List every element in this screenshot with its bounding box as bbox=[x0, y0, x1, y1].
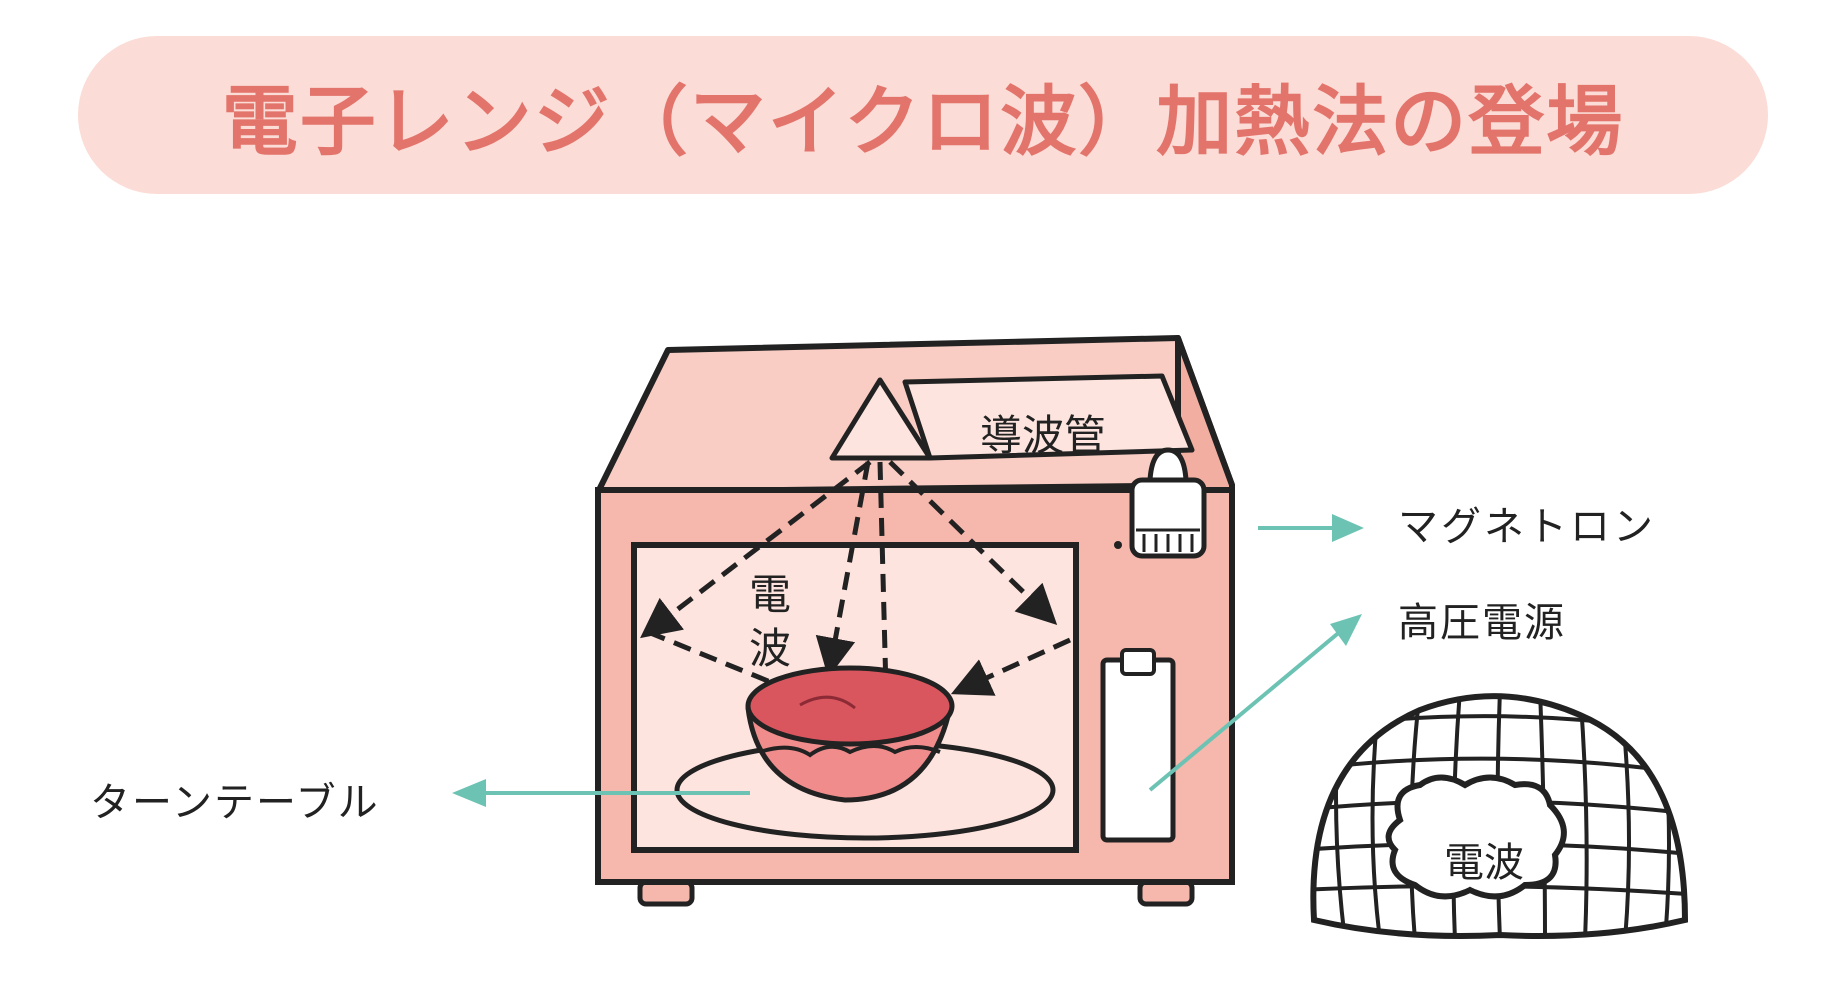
mesh-dome bbox=[1310, 693, 1689, 939]
magnetron-cap bbox=[1147, 447, 1189, 483]
waveguide-label: 導波管 bbox=[980, 411, 1107, 460]
page-title: 電子レンジ（マイクロ波）加熱法の登場 bbox=[221, 77, 1625, 166]
turntable-label: ターンテーブル bbox=[90, 780, 380, 826]
magnetron-label: マグネトロン bbox=[1398, 504, 1656, 550]
waveguide-horn bbox=[829, 377, 933, 461]
oven-foot-right bbox=[1137, 879, 1195, 907]
waveguide-box bbox=[902, 373, 1195, 461]
oven-foot-left bbox=[637, 879, 695, 907]
high-voltage-power-label: 高圧電源 bbox=[1398, 600, 1566, 646]
pointer-arrows bbox=[452, 514, 1364, 807]
wave-lines bbox=[640, 460, 1072, 696]
high-voltage-unit bbox=[1100, 657, 1176, 843]
wave-blob bbox=[1385, 774, 1567, 900]
wave-label-dome: 電波 bbox=[1444, 840, 1524, 886]
wave-label-inner: 電波 bbox=[748, 570, 791, 673]
title-banner: 電子レンジ（マイクロ波）加熱法の登場 bbox=[78, 36, 1768, 194]
